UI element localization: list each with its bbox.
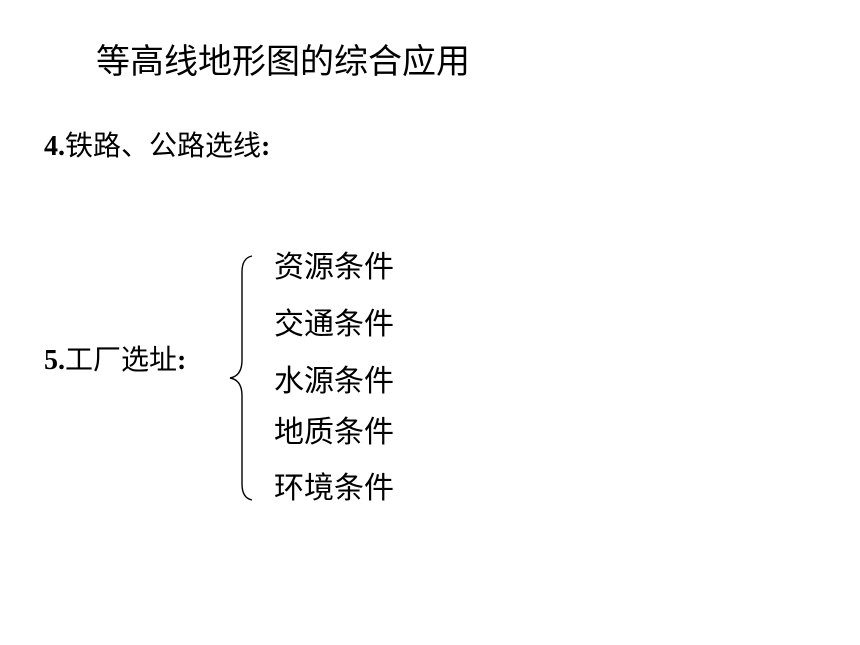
item-4-text: 铁路、公路选线 [65,129,262,162]
condition-environment: 环境条件 [274,471,394,506]
condition-geology: 地质条件 [274,415,394,450]
condition-resources: 资源条件 [274,250,394,285]
item-5-colon: : [177,345,187,376]
curly-brace-icon [229,255,253,501]
item-4-number: 4. [44,131,65,162]
item-5-text: 工厂选址 [65,343,178,376]
item-railway-road-routing: 4.铁路、公路选线: [44,128,270,165]
condition-water-source: 水源条件 [274,364,394,399]
slide-title: 等高线地形图的综合应用 [96,42,470,82]
condition-transportation: 交通条件 [274,307,394,342]
item-factory-siting: 5.工厂选址: [44,342,186,379]
item-5-number: 5. [44,345,65,376]
item-4-colon: : [261,131,271,162]
